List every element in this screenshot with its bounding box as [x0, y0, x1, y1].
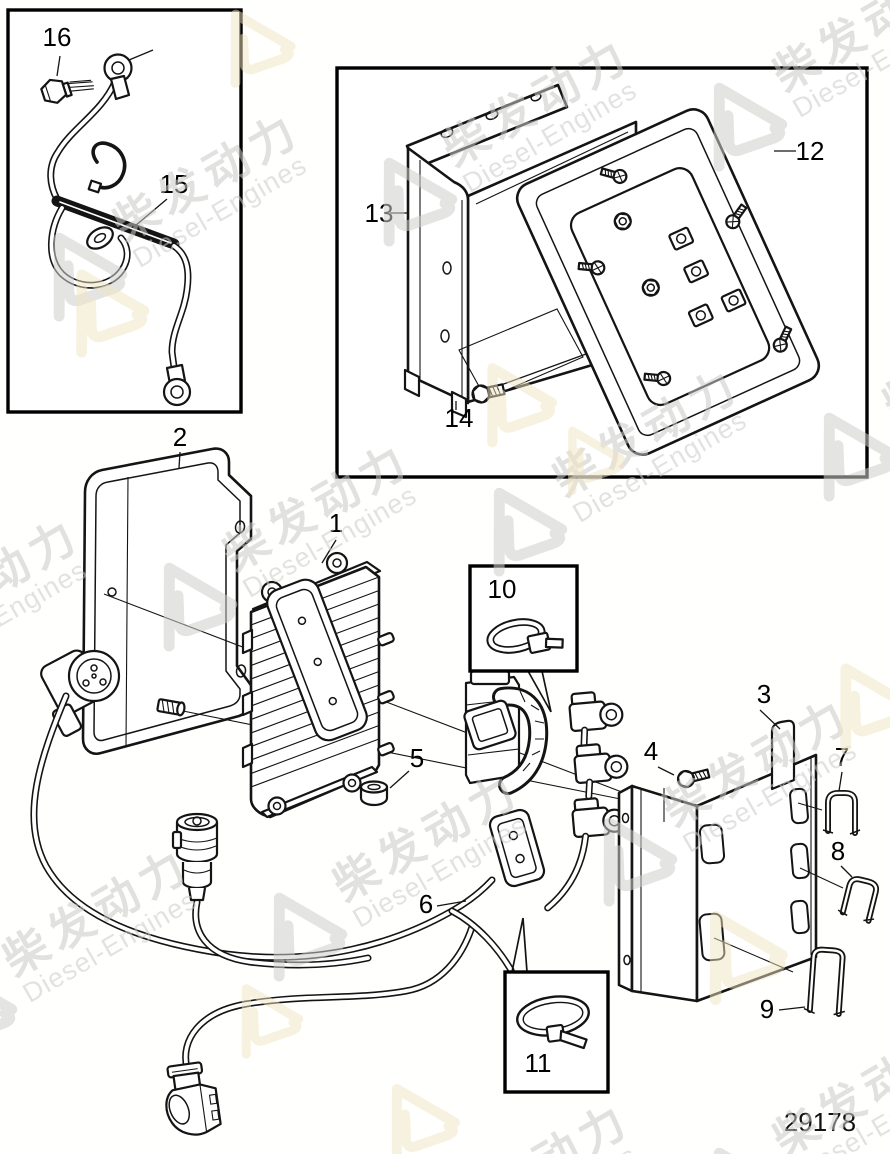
- inset-box-bracket-assembly: 13 12 14: [335, 66, 869, 479]
- callout-7: 7: [835, 742, 849, 772]
- part-9-clip: [803, 946, 846, 1017]
- leader-16: [56, 55, 61, 77]
- callout-10: 10: [488, 574, 517, 604]
- callout-11: 11: [525, 1048, 552, 1078]
- callout-5: 5: [410, 743, 424, 773]
- callout-3: 3: [757, 679, 771, 709]
- part-5-grommet: [359, 780, 389, 807]
- part-1-control-unit: [241, 551, 395, 819]
- callout-4: 4: [644, 736, 658, 766]
- part-12-plate: [515, 108, 821, 456]
- leader-1: [321, 539, 337, 564]
- leader-9: [778, 1006, 806, 1011]
- part-11-cable-tie: [516, 995, 590, 1050]
- leader-3: [759, 709, 781, 730]
- phantom-mount-outline: [458, 308, 584, 400]
- leader-6: [436, 900, 467, 907]
- inset-box-cable-tie: 11: [503, 917, 610, 1094]
- callout-12: 12: [796, 136, 825, 166]
- callout-6: 6: [419, 889, 433, 919]
- callout-8: 8: [831, 836, 845, 866]
- plate-stud: [156, 698, 186, 717]
- callout-13: 13: [365, 198, 394, 228]
- callout-15: 15: [160, 169, 189, 199]
- ecu-connector: [266, 578, 368, 742]
- inset-box-clamp: 10: [468, 564, 579, 713]
- callout-2: 2: [173, 422, 187, 452]
- inset-box-battery-cable: 16 15: [6, 8, 243, 414]
- callout-9: 9: [760, 994, 774, 1024]
- drawing-number: 29178: [784, 1107, 856, 1137]
- callout-14: 14: [445, 403, 474, 433]
- leader-7: [838, 771, 843, 792]
- part-16-bolt: [40, 78, 94, 104]
- leader-15: [134, 198, 168, 227]
- callout-1: 1: [329, 508, 343, 538]
- part-4-bolt: [676, 768, 711, 789]
- part-2-mounting-plate: [81, 447, 255, 755]
- part-8-clip: [837, 876, 880, 924]
- leader-2: [178, 451, 181, 469]
- leader-8: [840, 865, 853, 878]
- part-10-clamp: [486, 618, 564, 655]
- part-7-clip: [822, 790, 861, 836]
- callout-16: 16: [43, 22, 72, 52]
- leader-4: [657, 766, 675, 776]
- leader-5: [389, 770, 410, 789]
